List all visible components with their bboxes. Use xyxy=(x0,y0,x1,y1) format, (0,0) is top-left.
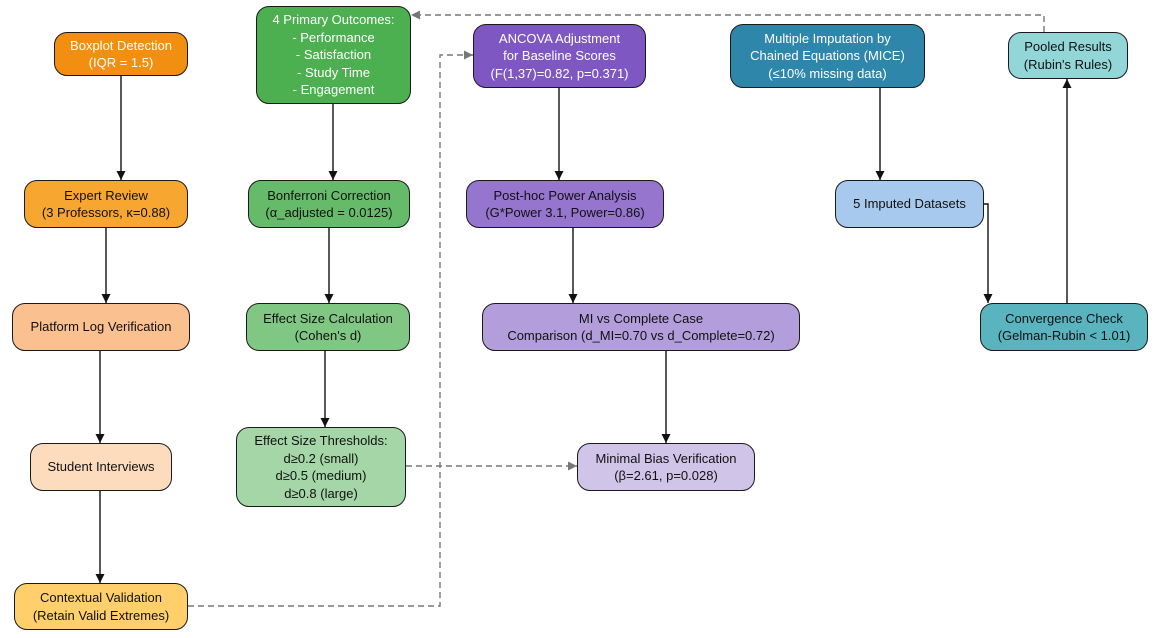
node-pooled-results: Pooled Results (Rubin's Rules) xyxy=(1008,32,1128,79)
node-line: Expert Review xyxy=(64,187,148,203)
node-line: (F(1,37)=0.82, p=0.371) xyxy=(490,65,629,81)
node-line: Pooled Results xyxy=(1024,39,1112,54)
node-contextual-validation: Contextual Validation (Retain Valid Extr… xyxy=(14,583,188,630)
node-mi-vs-complete-case: MI vs Complete Case Comparison (d_MI=0.7… xyxy=(482,303,800,351)
node-primary-outcomes: 4 Primary Outcomes: - Performance - Sati… xyxy=(256,6,411,104)
node-line: (β=2.61, p=0.028) xyxy=(614,468,718,483)
node-line: (Rubin's Rules) xyxy=(1023,56,1113,72)
node-line: - Engagement xyxy=(292,82,375,98)
node-line: (IQR = 1.5) xyxy=(88,55,154,70)
node-line: - Performance xyxy=(292,29,375,45)
node-line: Post-hoc Power Analysis xyxy=(493,187,637,203)
node-line: Multiple Imputation by xyxy=(764,30,891,46)
node-line: Chained Equations (MICE) xyxy=(750,48,905,64)
node-line: for Baseline Scores xyxy=(503,48,616,64)
node-line: Contextual Validation xyxy=(40,590,162,605)
node-boxplot-detection: Boxplot Detection (IQR = 1.5) xyxy=(54,32,188,76)
node-line: (G*Power 3.1, Power=0.86) xyxy=(485,205,645,220)
node-line: ANCOVA Adjustment xyxy=(498,30,621,46)
node-line: Platform Log Verification xyxy=(30,319,172,335)
node-line: Student Interviews xyxy=(47,459,155,475)
node-line: Effect Size Thresholds: xyxy=(254,433,388,448)
node-line: d≥0.2 (small) xyxy=(283,450,359,466)
node-line: 5 Imputed Datasets xyxy=(853,196,966,212)
node-line: (Cohen's d) xyxy=(294,328,362,343)
node-effect-size-thresholds: Effect Size Thresholds: d≥0.2 (small) d≥… xyxy=(236,427,406,507)
node-line: (Gelman-Rubin < 1.01) xyxy=(997,328,1131,343)
node-line: - Satisfaction xyxy=(295,47,372,63)
node-line: Convergence Check xyxy=(1005,310,1123,326)
node-minimal-bias-verification: Minimal Bias Verification (β=2.61, p=0.0… xyxy=(577,443,755,491)
node-line: (3 Professors, κ=0.88) xyxy=(41,205,171,220)
node-line: Boxplot Detection xyxy=(70,37,172,53)
node-line: Minimal Bias Verification xyxy=(595,450,737,466)
node-ancova-adjustment: ANCOVA Adjustment for Baseline Scores (F… xyxy=(473,24,646,88)
node-line: (≤10% missing data) xyxy=(768,65,887,81)
node-line: (Retain Valid Extremes) xyxy=(32,607,170,623)
node-imputed-datasets: 5 Imputed Datasets xyxy=(835,180,984,228)
node-line: d≥0.8 (large) xyxy=(284,485,358,501)
node-line: d≥0.5 (medium) xyxy=(275,468,367,483)
node-line: Bonferroni Correction xyxy=(267,187,391,203)
node-line: Comparison (d_MI=0.70 vs d_Complete=0.72… xyxy=(507,328,775,343)
node-line: Effect Size Calculation xyxy=(263,310,393,326)
edge-imputed-to-convergence xyxy=(983,203,993,303)
node-line: 4 Primary Outcomes: xyxy=(272,12,395,28)
node-platform-log-verification: Platform Log Verification xyxy=(12,303,190,351)
node-posthoc-power-analysis: Post-hoc Power Analysis (G*Power 3.1, Po… xyxy=(466,180,664,228)
node-effect-size-calculation: Effect Size Calculation (Cohen's d) xyxy=(246,303,410,351)
node-mice: Multiple Imputation by Chained Equations… xyxy=(730,24,925,88)
node-convergence-check: Convergence Check (Gelman-Rubin < 1.01) xyxy=(980,303,1148,351)
edge-contextual-to-ancova xyxy=(188,50,473,607)
node-line: (α_adjusted = 0.0125) xyxy=(265,205,393,220)
node-bonferroni-correction: Bonferroni Correction (α_adjusted = 0.01… xyxy=(248,180,410,228)
edge-pooled-to-outcomes xyxy=(411,10,1045,32)
node-expert-review: Expert Review (3 Professors, κ=0.88) xyxy=(24,180,188,228)
node-student-interviews: Student Interviews xyxy=(30,443,172,491)
node-line: MI vs Complete Case xyxy=(578,310,704,326)
node-line: - Study Time xyxy=(297,64,370,80)
